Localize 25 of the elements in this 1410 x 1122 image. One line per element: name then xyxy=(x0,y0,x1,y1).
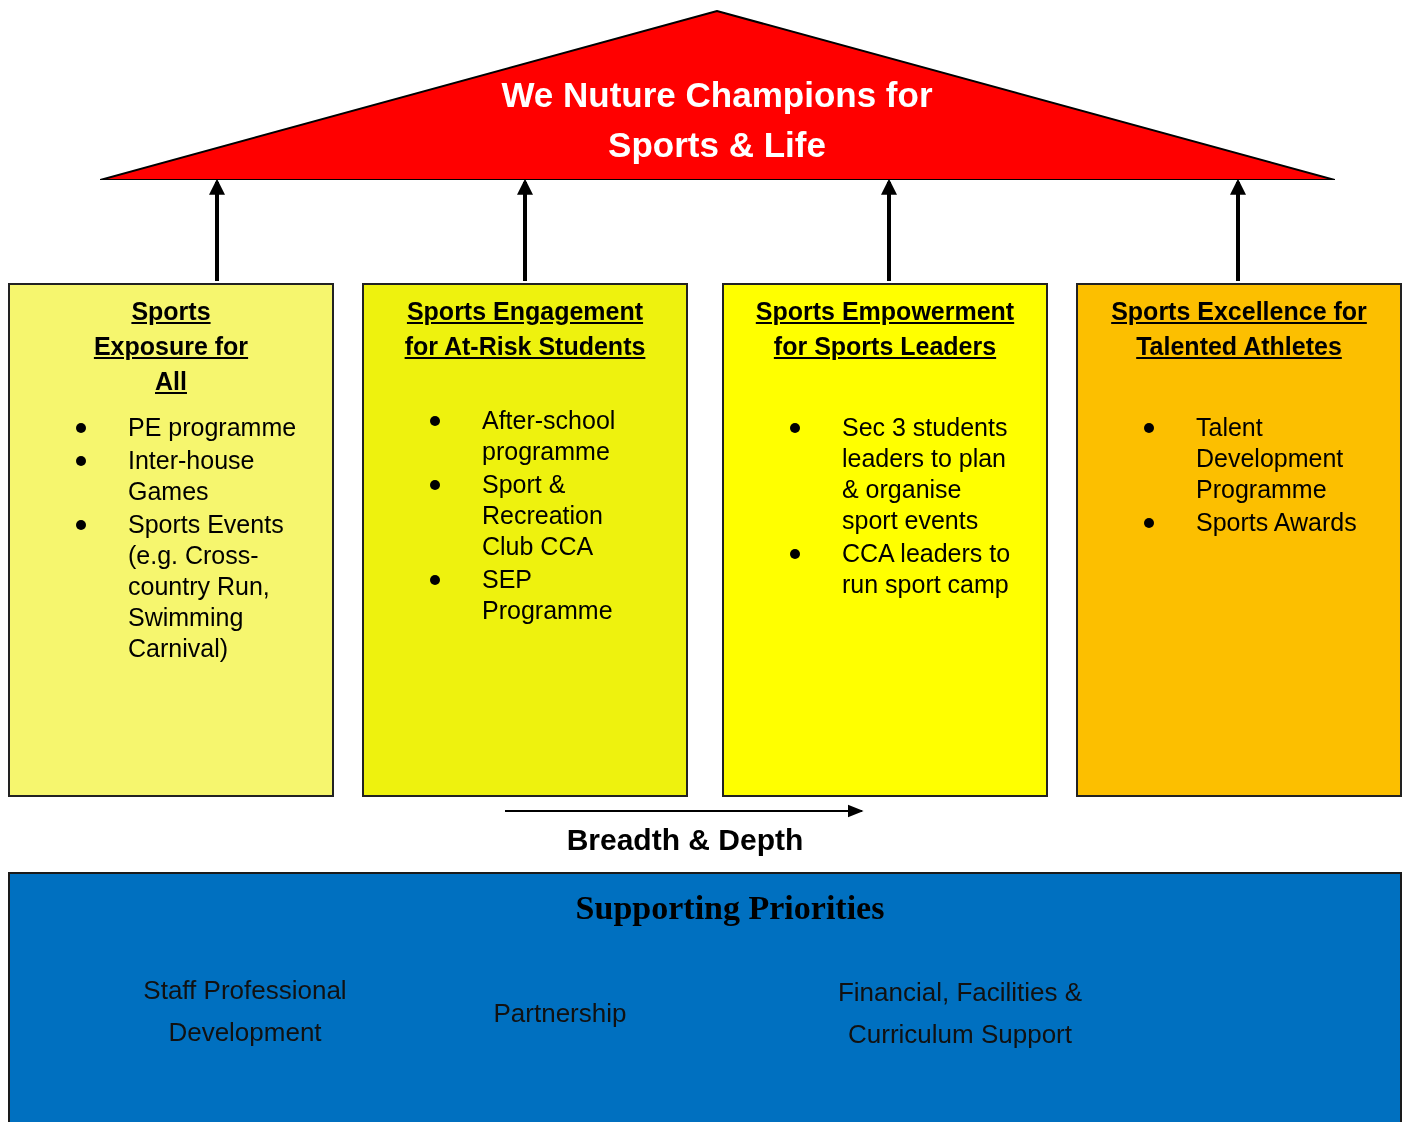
bullet-text: Sports Events (e.g. Cross-country Run, Swimming Carnival) xyxy=(128,509,285,664)
pillar-box xyxy=(1076,283,1402,797)
pillar-box xyxy=(362,283,688,797)
priority-text: Staff Professional Development xyxy=(142,974,348,1049)
bullet-text: PE programme xyxy=(128,412,298,443)
bullet-text: After-school programme xyxy=(482,405,617,467)
pillar-heading: Sports Exposure for All xyxy=(92,296,250,397)
bullet-text: Sec 3 students leaders to plan & organise sport events xyxy=(842,412,1009,536)
pillar-heading: Sports Excellence for Talented Athletes xyxy=(1110,296,1368,362)
bullet-text: Sports Awards xyxy=(1196,507,1358,538)
pillar-box xyxy=(8,283,334,797)
bullet-text: Sport & Recreation Club CCA xyxy=(482,469,604,562)
bullet-text: CCA leaders to run sport camp xyxy=(842,538,1012,600)
panel-heading: Supporting Priorities xyxy=(574,888,886,928)
pillar-box xyxy=(722,283,1048,797)
axis-label: Breadth & Depth xyxy=(565,822,805,858)
roof-title: We Nuture Champions for Sports & Life xyxy=(500,74,934,166)
bullet-text: SEP Programme xyxy=(482,564,614,626)
bullet-text: Inter-house Games xyxy=(128,445,256,507)
pillar-heading: Sports Engagement for At-Risk Students xyxy=(403,296,647,362)
priority-text: Partnership xyxy=(492,997,628,1030)
pillar-heading: Sports Empowerment for Sports Leaders xyxy=(754,296,1016,362)
bullet-text: Talent Development Programme xyxy=(1196,412,1345,505)
priority-text: Financial, Facilities & Curriculum Support xyxy=(836,976,1084,1051)
supporting-panel xyxy=(8,872,1402,1122)
